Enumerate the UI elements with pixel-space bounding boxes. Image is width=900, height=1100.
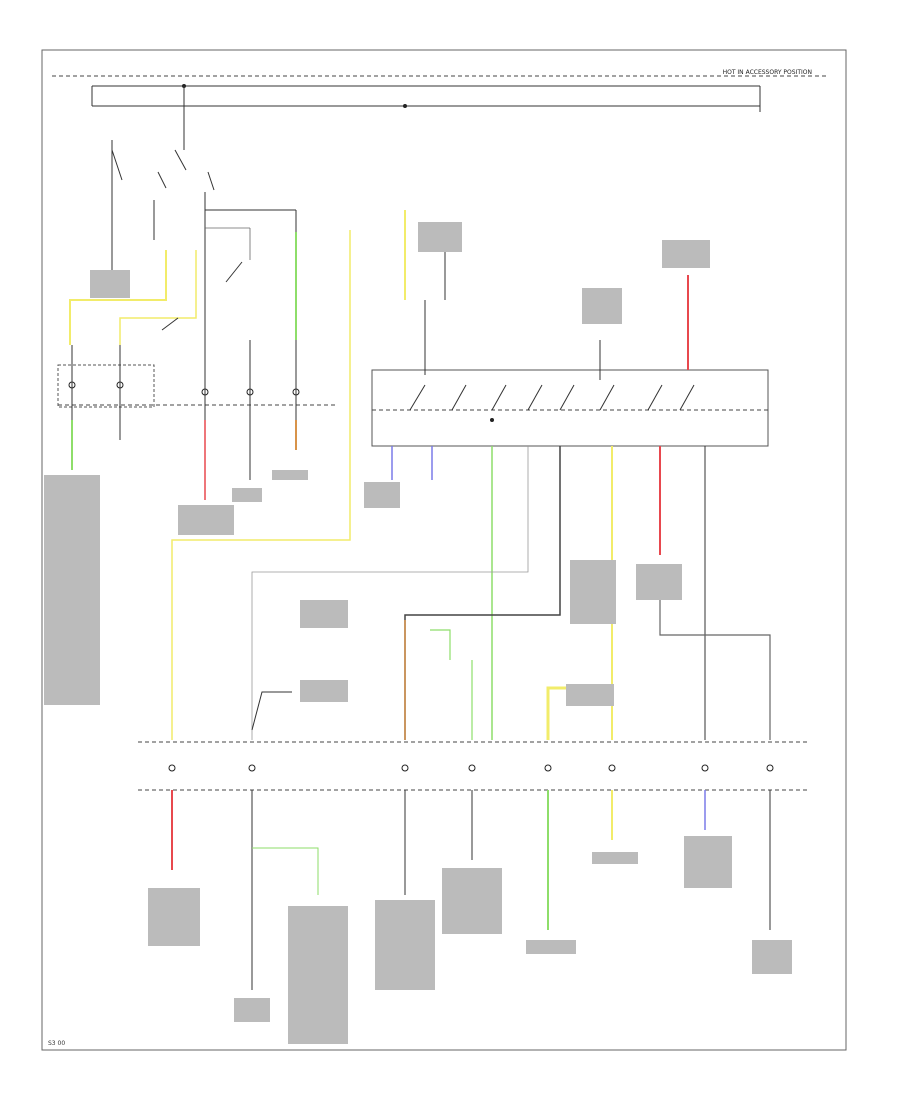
top-bus-lines <box>52 75 828 112</box>
output-wires <box>171 790 771 990</box>
central-relay-block <box>371 210 769 447</box>
component-label-blocks <box>44 222 792 1044</box>
footer-code: S3 00 <box>48 1040 65 1047</box>
ignition-switch <box>111 86 297 290</box>
left-colored-wires <box>69 232 297 500</box>
diagram-frame <box>41 49 847 1051</box>
header-label: HOT IN ACCESSORY POSITION <box>723 69 812 76</box>
lower-fuse-bus <box>138 741 808 791</box>
left-fuse-block <box>57 290 335 420</box>
center-colored-wires <box>171 230 771 740</box>
